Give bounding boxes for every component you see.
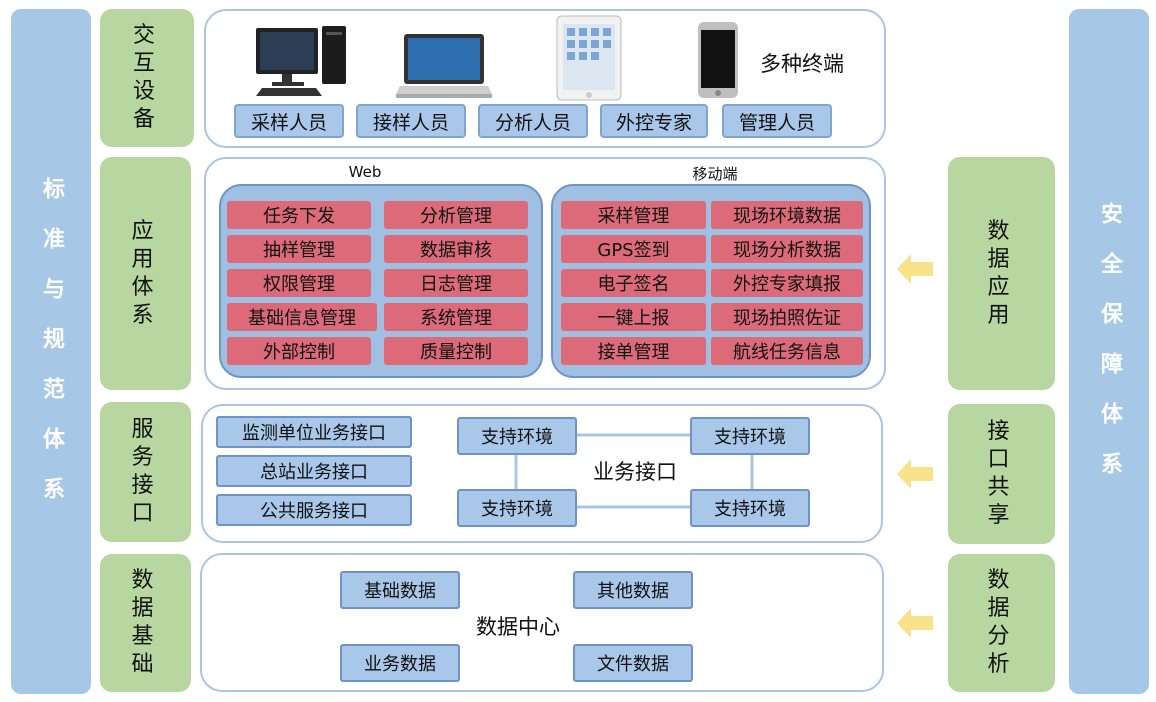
laptop-icon [396, 34, 492, 98]
web-item: 权限管理 [227, 269, 371, 297]
service-interface-item: 监测单位业务接口 [216, 416, 412, 448]
arrow-left-icon [897, 608, 933, 638]
web-item: 抽样管理 [227, 235, 371, 263]
web-item: 数据审核 [384, 235, 528, 263]
service-center-label: 业务接口 [593, 460, 677, 484]
data-item-box: 文件数据 [573, 644, 693, 682]
mobile-item: 航线任务信息 [711, 337, 863, 365]
web-item: 系统管理 [384, 303, 528, 331]
support-env-box: 支持环境 [690, 489, 810, 527]
mobile-item: 电子签名 [561, 269, 706, 297]
mobile-item: 现场分析数据 [711, 235, 863, 263]
mobile-title: 移动端 [692, 165, 738, 183]
group-data-analysis: 数 据 分 析 [948, 554, 1055, 692]
web-item: 分析管理 [384, 201, 528, 229]
role-sampler: 采样人员 [234, 104, 344, 138]
mobile-item: 外控专家填报 [711, 269, 863, 297]
smartphone-icon [698, 22, 738, 98]
mobile-item: 采样管理 [561, 201, 706, 229]
desktop-computer-icon [256, 26, 346, 96]
web-item: 日志管理 [384, 269, 528, 297]
group-interface-share: 接 口 共 享 [948, 404, 1055, 544]
mobile-item: 现场拍照佐证 [711, 303, 863, 331]
mobile-item: GPS签到 [561, 235, 706, 263]
layer-service: 服 务 接 口 [100, 402, 191, 542]
role-manager: 管理人员 [722, 104, 832, 138]
terminals-label: 多种终端 [760, 52, 844, 76]
role-analyst: 分析人员 [478, 104, 588, 138]
data-panel [200, 553, 884, 692]
standards-bar: 标准与规范体系 [11, 9, 91, 694]
web-title: Web [348, 163, 382, 181]
layer-data: 数 据 基 础 [100, 554, 191, 692]
layer-interaction: 交 互 设 备 [100, 9, 194, 147]
data-item-box: 业务数据 [340, 644, 460, 682]
security-bar: 安全保障体系 [1069, 9, 1149, 694]
mobile-item: 接单管理 [561, 337, 706, 365]
support-env-box: 支持环境 [457, 489, 577, 527]
role-external-expert: 外控专家 [600, 104, 708, 138]
data-item-box: 其他数据 [573, 571, 693, 609]
data-center-label: 数据中心 [476, 615, 560, 639]
web-item: 基础信息管理 [227, 303, 377, 331]
support-env-box: 支持环境 [457, 417, 577, 455]
web-item: 任务下发 [227, 201, 371, 229]
layer-application: 应 用 体 系 [100, 157, 191, 390]
mobile-item: 一键上报 [561, 303, 706, 331]
support-env-box: 支持环境 [690, 417, 810, 455]
role-receiver: 接样人员 [356, 104, 466, 138]
data-item-box: 基础数据 [340, 571, 460, 609]
arrow-left-icon [897, 254, 933, 284]
web-item: 质量控制 [384, 337, 528, 365]
arrow-left-icon [897, 459, 933, 489]
tablet-icon [556, 15, 622, 101]
web-item: 外部控制 [227, 337, 371, 365]
group-data-app: 数 据 应 用 [948, 157, 1055, 390]
mobile-item: 现场环境数据 [711, 201, 863, 229]
service-interface-item: 总站业务接口 [216, 455, 412, 487]
service-interface-item: 公共服务接口 [216, 494, 412, 526]
